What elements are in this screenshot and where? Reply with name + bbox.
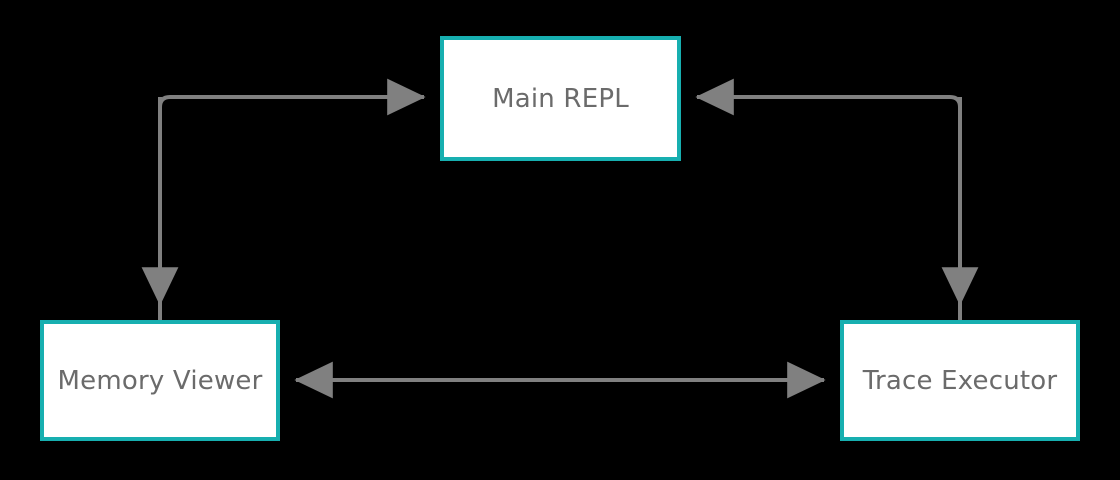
node-main-repl[interactable]: Main REPL <box>440 36 681 161</box>
node-trace-executor-label: Trace Executor <box>862 365 1058 396</box>
edge-trace-executor-to-main-repl <box>695 78 962 320</box>
node-memory-viewer-label: Memory Viewer <box>57 365 263 396</box>
edge-memory-viewer-to-main-repl <box>158 78 426 320</box>
node-memory-viewer[interactable]: Memory Viewer <box>40 320 280 441</box>
node-trace-executor[interactable]: Trace Executor <box>840 320 1080 441</box>
node-main-repl-label: Main REPL <box>492 83 629 114</box>
